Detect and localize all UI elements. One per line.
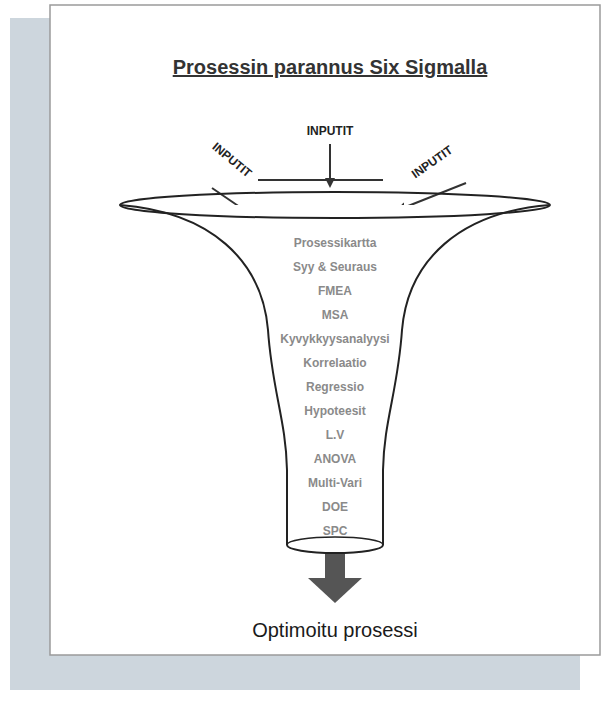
tool-name: L.V bbox=[118, 427, 552, 443]
output-arrow bbox=[308, 578, 362, 603]
tool-name: SPC bbox=[118, 523, 552, 539]
tool-name: Prosessikartta bbox=[118, 235, 552, 251]
tool-name: ANOVA bbox=[118, 451, 552, 467]
tool-name: Korrelaatio bbox=[118, 355, 552, 371]
white-panel bbox=[50, 5, 600, 655]
input-line bbox=[258, 179, 383, 181]
diagram-title: Prosessin parannus Six Sigmalla bbox=[80, 56, 580, 79]
tool-name: Hypoteesit bbox=[118, 403, 552, 419]
output-arrow bbox=[325, 550, 345, 580]
tool-name: Kyvykkyysanalyysi bbox=[118, 331, 552, 347]
tool-name: Regressio bbox=[118, 379, 552, 395]
tool-name: MSA bbox=[118, 307, 552, 323]
tool-name: Multi-Vari bbox=[118, 475, 552, 491]
input-label: INPUTIT bbox=[307, 124, 354, 138]
tool-name: Syy & Seuraus bbox=[118, 259, 552, 275]
funnel-shape: ProsessikarttaSyy & SeurausFMEA MSA Kyvykk… bbox=[118, 190, 552, 556]
tool-name: FMEA bbox=[118, 283, 552, 299]
tool-name: DOE bbox=[118, 499, 552, 515]
output-label: Optimoitu prosessi bbox=[252, 619, 418, 642]
